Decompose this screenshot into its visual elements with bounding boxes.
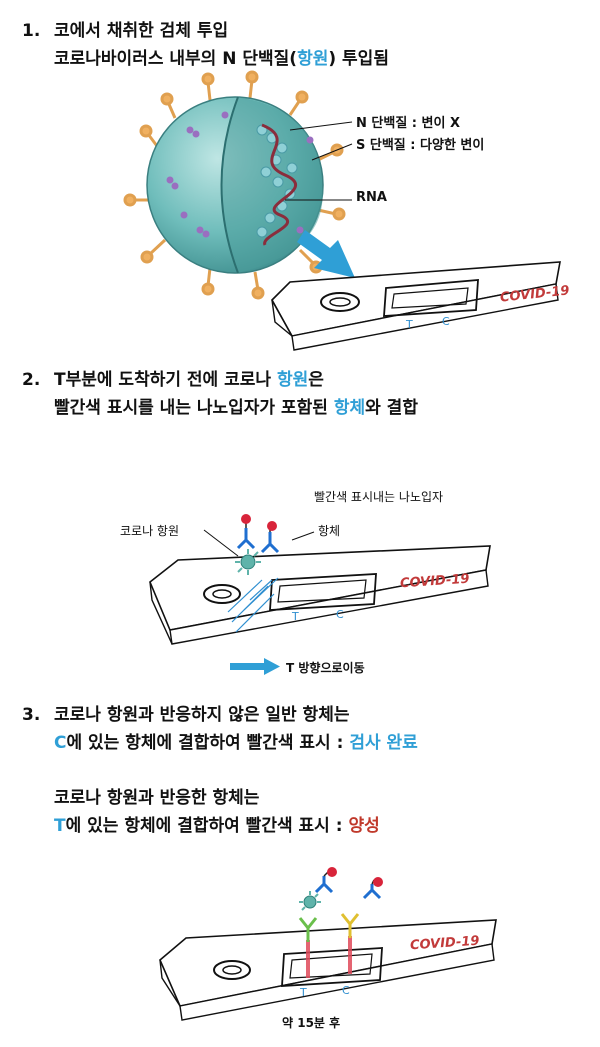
step1-line2-pre: 코로나바이러스 내부의 N 단백질( [54, 49, 298, 69]
rna-strand [261, 123, 297, 246]
step1-line2: 코로나바이러스 내부의 N 단백질(항원) 투입됨 [54, 46, 389, 72]
step3-line4: T에 있는 항체에 결합하여 빨간색 표시 : 양성 [54, 813, 380, 839]
step3-line4-result: 양성 [348, 816, 380, 836]
label-n-protein: N 단백질 : 변이 X [356, 116, 461, 131]
step1-line2-post: ) 투입됨 [328, 49, 389, 69]
kit1-c-label: C [442, 315, 450, 328]
step2-line2-highlight: 항체 [333, 398, 366, 418]
step1-number: 1. [22, 21, 41, 41]
label-direction: T 방향으로이동 [286, 661, 365, 675]
step2-line1-pre: T부분에 도착하기 전에 코로나 [54, 370, 277, 390]
arrow-down-icon [297, 230, 355, 278]
kit2-t-label: T [292, 610, 299, 623]
step1-line2-highlight: 항원 [297, 49, 329, 69]
c-capture-antibody [340, 913, 360, 938]
step2-line2: 빨간색 표시를 내는 나노입자가 포함된 항체와 결합 [54, 395, 418, 421]
step3-line4-mid: 에 있는 항체에 결합하여 빨간색 표시 : [65, 816, 349, 836]
label-time: 약 15분 후 [282, 1016, 341, 1030]
step3-line2: C에 있는 항체에 결합하여 빨간색 표시 : 검사 완료 [54, 730, 418, 756]
label-antibody: 항체 [318, 524, 341, 538]
kit1-t-label: T [406, 318, 413, 331]
step2-line2-pre: 빨간색 표시를 내는 나노입자가 포함된 [54, 398, 334, 418]
label-nanoparticle: 빨간색 표시내는 나노입자 [314, 490, 444, 504]
step2-line1: T부분에 도착하기 전에 코로나 항원은 [54, 367, 324, 393]
step3-line2-result: 검사 완료 [349, 733, 418, 753]
step2-line1-post: 은 [308, 370, 324, 390]
step3-line2-highlight: C [54, 733, 67, 753]
step3-number: 3. [22, 705, 41, 725]
antigen-icon [235, 549, 261, 575]
step3-line2-mid: 에 있는 항체에 결합하여 빨간색 표시 : [66, 733, 350, 753]
antibody-nanoparticle-c [362, 877, 383, 900]
step1-line1: 코에서 채취한 검체 투입 [54, 21, 229, 41]
step3-line1: 코로나 항원과 반응하지 않은 일반 항체는 [54, 705, 350, 725]
kit2-c-label: C [336, 608, 344, 621]
step2-number: 2. [22, 370, 41, 390]
step3-line3: 코로나 항원과 반응한 항체는 [54, 788, 260, 808]
label-rna: RNA [356, 190, 387, 205]
arrow-right-icon [230, 658, 280, 675]
virus-spikes [123, 70, 346, 300]
step3-line4-highlight: T [54, 816, 66, 836]
antigen-icon-t [299, 891, 321, 911]
step2-line2-post: 와 결합 [365, 398, 418, 418]
kit3-t-label: T [300, 986, 307, 999]
antibody-nanoparticle-1 [236, 514, 256, 550]
antibody-nanoparticle-2 [260, 521, 280, 554]
label-s-protein: S 단백질 : 다양한 변이 [356, 138, 485, 153]
t-capture-antibody [298, 917, 318, 942]
antibody-nanoparticle-t [314, 867, 337, 894]
label-antigen: 코로나 항원 [120, 524, 180, 538]
kit3-c-label: C [342, 984, 350, 997]
step2-line1-highlight: 항원 [276, 370, 309, 390]
